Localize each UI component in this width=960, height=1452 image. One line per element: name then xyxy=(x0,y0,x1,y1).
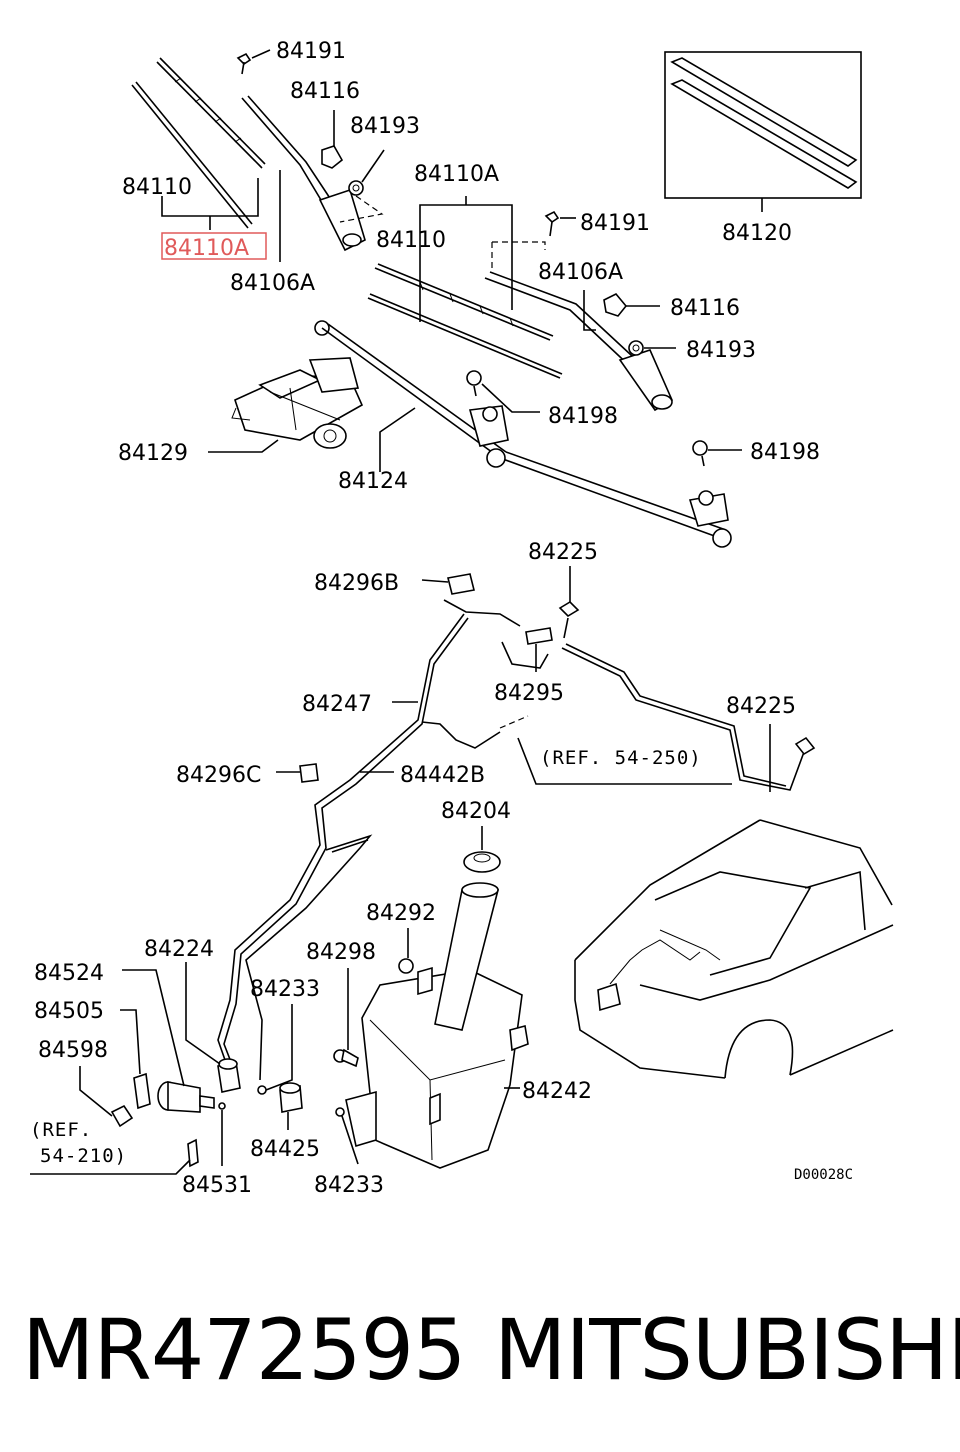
label-84116-right: 84116 xyxy=(670,296,740,321)
small-screw-84191 xyxy=(236,49,271,75)
label-84247: 84247 xyxy=(302,692,372,717)
right-wiper-arm xyxy=(484,241,674,412)
pump-grommet-84505 xyxy=(120,1009,151,1110)
left-wiper-arm xyxy=(241,95,366,252)
wiper-linkage xyxy=(314,320,732,548)
ref-pipe-54-210 xyxy=(30,1138,199,1175)
clip-84296c xyxy=(276,763,319,783)
label-84242: 84242 xyxy=(522,1079,592,1104)
refill-box-84120 xyxy=(664,51,862,212)
part-number: MR472595 xyxy=(22,1301,466,1399)
fitting-84233-lower xyxy=(335,1107,359,1165)
label-84193: 84193 xyxy=(350,114,420,139)
label-84191-right: 84191 xyxy=(580,211,650,236)
nozzle-84225 xyxy=(558,566,816,792)
label-84198-right: 84198 xyxy=(750,440,820,465)
label-84110a: 84110A xyxy=(414,162,499,187)
washer-tank-84242 xyxy=(345,882,529,1169)
grommet-84292 xyxy=(398,928,414,974)
right-wiper-blade xyxy=(367,263,563,379)
label-84106a-right: 84106A xyxy=(538,260,623,285)
bolt-84198 xyxy=(466,370,540,413)
label-84233-lower: 84233 xyxy=(314,1173,384,1198)
label-84193-right: 84193 xyxy=(686,338,756,363)
bolt-84198-right xyxy=(692,440,742,467)
label-84124: 84124 xyxy=(338,469,408,494)
label-84198: 84198 xyxy=(548,404,618,429)
brand-name: MITSUBISHI xyxy=(494,1301,960,1399)
label-84442b: 84442B xyxy=(400,763,485,788)
label-84295: 84295 xyxy=(494,681,564,706)
left-wiper-blade xyxy=(131,57,266,229)
nut-84193-right xyxy=(628,340,676,356)
label-84191: 84191 xyxy=(276,39,346,64)
joint-84425 xyxy=(279,1082,303,1130)
label-84129: 84129 xyxy=(118,441,188,466)
washer-hoses xyxy=(217,599,805,1081)
clip-84296b xyxy=(421,573,475,595)
label-84116: 84116 xyxy=(290,79,360,104)
nut-84193 xyxy=(339,149,385,223)
parts-diagram: 84191 84116 84193 84110 84110A 84106A 84… xyxy=(30,39,894,1198)
joint-84295 xyxy=(525,627,553,672)
label-84524: 84524 xyxy=(34,961,104,986)
label-84425: 84425 xyxy=(250,1137,320,1162)
label-84225-right: 84225 xyxy=(726,694,796,719)
ref-54-210-line1: (REF. xyxy=(30,1119,92,1141)
cap-84116 xyxy=(321,110,344,169)
label-84110a-highlighted: 84110A xyxy=(164,236,249,261)
screw-84191-right xyxy=(544,210,576,237)
label-84233: 84233 xyxy=(250,977,320,1002)
label-84110-right: 84110 xyxy=(376,228,446,253)
label-84110: 84110 xyxy=(122,175,192,200)
connector-84598 xyxy=(79,1066,134,1128)
label-84298: 84298 xyxy=(306,940,376,965)
label-84204: 84204 xyxy=(441,799,511,824)
label-84296c: 84296C xyxy=(176,763,261,788)
label-84106a: 84106A xyxy=(230,271,315,296)
ref-54-210-line2: 54-210) xyxy=(40,1145,127,1167)
cap-84116-right xyxy=(603,293,660,317)
ref-54-250: (REF. 54-250) xyxy=(540,747,702,769)
wiper-motor-84129 xyxy=(208,357,364,453)
drawing-code: D00028C xyxy=(794,1167,853,1183)
label-84531: 84531 xyxy=(182,1173,252,1198)
bolt-84298 xyxy=(333,968,359,1068)
label-84505: 84505 xyxy=(34,999,104,1024)
label-84224: 84224 xyxy=(144,937,214,962)
washer-pump-84524 xyxy=(122,969,215,1113)
cap-84204 xyxy=(463,826,501,873)
label-84120: 84120 xyxy=(722,221,792,246)
label-84292: 84292 xyxy=(366,901,436,926)
label-84296b: 84296B xyxy=(314,571,399,596)
label-84225: 84225 xyxy=(528,540,598,565)
highlight-box xyxy=(161,232,267,260)
label-84598: 84598 xyxy=(38,1038,108,1063)
valve-84224 xyxy=(185,962,241,1093)
hose-84531 xyxy=(218,1102,226,1166)
vehicle-outline xyxy=(574,819,894,1079)
fitting-84233 xyxy=(257,1004,293,1095)
